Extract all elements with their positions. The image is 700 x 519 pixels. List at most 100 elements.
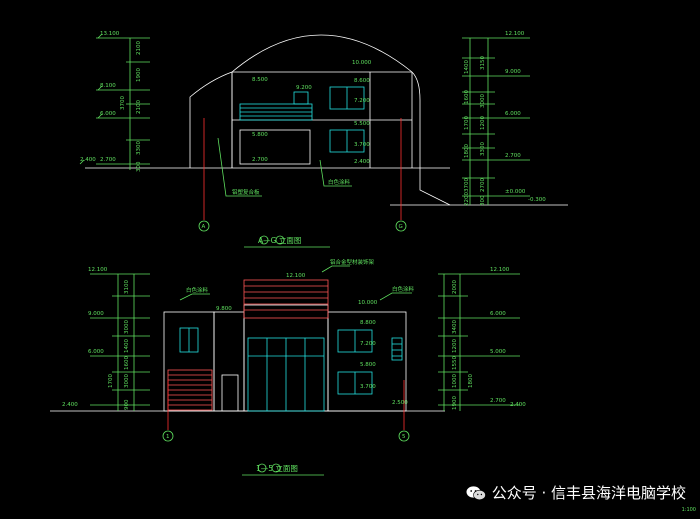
d1-left-wing: [189, 71, 233, 168]
d2-note: 白色涂料: [392, 285, 415, 293]
d1-level-inner: 7.200: [354, 98, 370, 104]
d1-dim-left: 2100: [136, 100, 142, 114]
d2-right-dimension-chain: [438, 273, 520, 411]
d2-axis-label: 5: [402, 434, 406, 440]
d1-ground-window: [239, 129, 311, 165]
d2-dim-right: 1800: [468, 374, 474, 388]
d1-level-inner: 10.000: [352, 60, 372, 66]
d1-dim-right: 1700: [464, 116, 470, 130]
d1-level-inner: 3.700: [354, 142, 370, 148]
d1-dim-right: 3150: [480, 56, 486, 70]
d1-level-left-2: 2.700: [100, 157, 116, 163]
d2-left-dimension-chain: [90, 273, 150, 411]
d2-level-inner: 7.200: [360, 341, 376, 347]
d1-level-inner: 2.400: [354, 159, 370, 165]
d2-axis-bubble-1: [162, 430, 174, 442]
d1-level-inner: 8.600: [354, 78, 370, 84]
d2-leader-2: [321, 265, 350, 273]
d2-dim-right: 3400: [452, 320, 458, 334]
d2-level-inner: 9.800: [216, 306, 232, 312]
d1-axis-label: A: [202, 224, 206, 230]
d2-dim-left: 1600: [124, 356, 130, 370]
d2-level-left: 12.100: [88, 267, 108, 273]
d1-level-left: 2.400: [80, 157, 96, 163]
d2-dim-left: 3000: [124, 320, 130, 334]
d2-entry-door: [221, 374, 239, 412]
d1-axis-bubble-g: [395, 220, 407, 232]
d1-dim-right: 1600: [464, 90, 470, 104]
d2-dim-left: 3100: [124, 280, 130, 294]
d1-note: 白色涂料: [328, 178, 351, 186]
d1-dim-right: 300: [480, 195, 486, 206]
d1-dim-right: 1400: [464, 60, 470, 74]
d1-title: A—G 立面图: [258, 235, 301, 245]
d1-leader-1: [217, 137, 262, 197]
d1-level-right: 9.000: [505, 69, 521, 75]
d2-level-inner: 2.500: [392, 400, 408, 406]
d1-title-bubble-left: [259, 235, 269, 245]
d2-dim-right: 1550: [452, 356, 458, 370]
d2-level-right: 12.100: [490, 267, 510, 273]
d1-dim-right: 2200: [464, 192, 470, 206]
d2-level-left: 9.000: [88, 311, 104, 317]
d2-sunshade-rack: [243, 279, 329, 319]
d2-leader-1: [179, 293, 210, 301]
d1-right-wing: [411, 71, 451, 206]
d1-dim-right: 3700: [464, 178, 470, 192]
scale-note: 1:100: [681, 507, 696, 513]
d2-level-left: 2.400: [62, 402, 78, 408]
d1-level-right: ±0.000: [505, 189, 526, 195]
d1-left-dimension-chain: [79, 33, 150, 170]
d2-leader-3: [379, 292, 412, 301]
d1-level-inner: 9.200: [296, 85, 312, 91]
d1-axis-bubble-a: [198, 220, 210, 232]
d1-dim-left: 2100: [136, 41, 142, 55]
d1-dim-right: 2700: [480, 178, 486, 192]
d2-level-inner: 12.100: [286, 273, 306, 279]
d2-right-block: [327, 311, 407, 412]
d2-left-block: [163, 311, 215, 412]
d1-axis-label: G: [399, 224, 403, 230]
d2-level-left: 6.000: [88, 349, 104, 355]
d1-dim-left: 3700: [120, 96, 126, 110]
d2-dim-right: 1200: [452, 339, 458, 353]
d2-title: 1—5 立面图: [256, 463, 298, 473]
d1-leader-2: [319, 159, 352, 187]
d1-right-dimension-chain: [462, 37, 530, 205]
d2-dim-right: 1000: [452, 374, 458, 388]
d2-level-inner: 10.000: [358, 300, 378, 306]
d2-dim-right: 1900: [452, 396, 458, 410]
d2-level-right: 2.400: [510, 402, 526, 408]
d1-level-inner: 2.700: [252, 157, 268, 163]
d2-axis-bubble-5: [398, 430, 410, 442]
d2-title-bubble-right: [271, 463, 281, 473]
d1-level-inner: 5.500: [354, 121, 370, 127]
d2-dim-left: 1400: [124, 339, 130, 353]
d2-dim-left: 900: [124, 399, 130, 410]
d2-level-right: 2.700: [490, 398, 506, 404]
d2-level-inner: 8.800: [360, 320, 376, 326]
d1-level-left: 6.000: [100, 111, 116, 117]
d1-dim-right: 1800: [464, 144, 470, 158]
d2-left-mid-block: [213, 311, 245, 412]
watermark-text: 公众号 · 信丰县海洋电脑学校: [491, 484, 686, 502]
d2-note: 铝合金型材装饰架: [330, 258, 375, 266]
d1-note: 铝塑复合板: [232, 188, 260, 196]
d1-dim-left: 3300: [136, 141, 142, 155]
d1-dim-right: 3000: [480, 94, 486, 108]
d1-dim-right: 3300: [480, 142, 486, 156]
d2-axis-label: 1: [166, 434, 170, 440]
d1-level-left: 13.100: [100, 31, 120, 37]
d1-level-right: 2.700: [505, 153, 521, 159]
d2-dim-left: 3000: [124, 374, 130, 388]
d1-window-small: [293, 91, 309, 105]
d2-dim-left: 1700: [108, 374, 114, 388]
d1-level-left: 8.100: [100, 83, 116, 89]
d1-level-inner: 8.500: [252, 77, 268, 83]
d1-title-bubble-right: [275, 235, 285, 245]
d2-level-right: 5.000: [490, 349, 506, 355]
d1-dim-left: 300: [136, 161, 142, 172]
d1-dim-right: 1200: [480, 116, 486, 130]
d1-roof-arc: [231, 34, 413, 73]
